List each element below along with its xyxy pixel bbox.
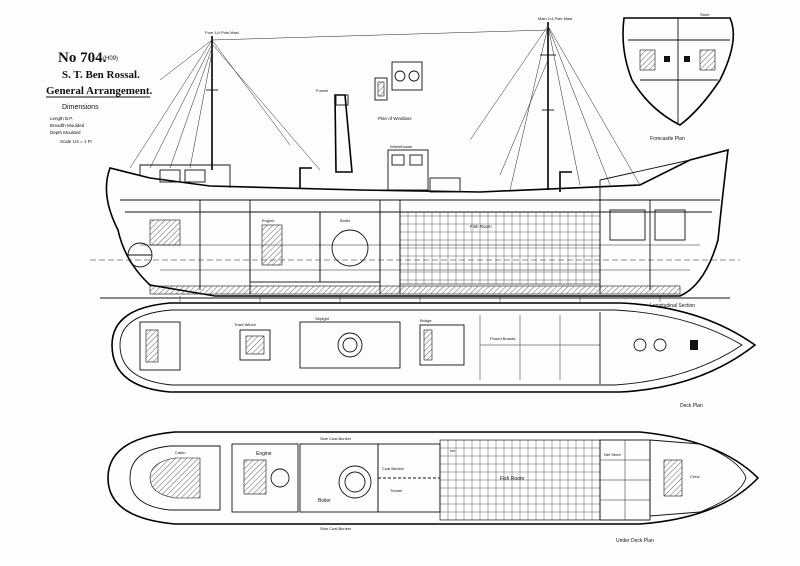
ice-label: Ice [450,448,456,453]
pound-boards-label: Pound Boards [490,336,515,341]
ship-name: S. T. Ben Rossal. [62,69,140,81]
drawing-scale: Scale 1/4 = 1 Ft [60,139,92,144]
dim-length: Length B.P. [50,116,73,121]
dim-breadth: Breadth Moulded [50,123,85,128]
fish-room-label-section: Fish Room [470,224,492,229]
title-block: No 704. (H09) S. T. Ben Rossal. General … [46,50,153,144]
side-coal-bunker-label-top: Side Coal Bunker [320,436,352,441]
longitudinal-section-label: Longitudinal Section [650,303,695,309]
skylight-label: Skylight [315,316,330,321]
side-coal-bunker-label-bottom: Side Coal Bunker [320,526,352,531]
windlass-plan-label: Plan of Windlass [378,116,412,121]
boiler-label-section: Boiler [340,218,351,223]
main-mast-label: Main 1/4 Pole Mast [538,16,573,21]
drawing-ref: (H09) [103,56,118,62]
forecastle-plan: Store Forecastle Plan [622,12,735,142]
coal-bunker-label: Coal Bunker [382,466,405,471]
under-deck-plan-label: Under Deck Plan [616,538,654,544]
windlass-plan: Plan of Windlass [374,61,423,121]
boiler-label: Boiler [318,498,331,504]
frame-ticks [179,296,661,302]
dimensions-heading: Dimensions [62,104,99,111]
fish-room-section [399,211,601,285]
forecastle-plan-label: Forecastle Plan [650,136,685,142]
deck-plan-outline [111,302,757,393]
drawing-subtitle: General Arrangement. [46,85,153,97]
under-deck-outline [107,431,760,525]
net-store-label: Net Store [604,452,622,457]
tunnel-label: Tunnel [390,488,402,493]
drawing-number: No 704. [58,50,107,66]
longitudinal-section: Fore 1/4 Pole Mast Main 1/4 Pole Mast [90,16,740,309]
keel-ballast [149,285,681,295]
crew-label: Crew [690,474,699,479]
deck-plan-label: Deck Plan [680,403,703,409]
trawl-winch-section [429,177,461,193]
engine-room [249,211,321,283]
engine-label-section: Engine [262,218,275,223]
funnel-plan [337,332,363,358]
engine-label: Engine [256,451,272,457]
deck-plan: Skylight Bridge Pound Boards Trawl Winch… [111,302,757,409]
forecastle-store-label: Store [700,12,710,17]
funnel-label: Funnel [316,88,328,93]
boiler-plan [338,465,372,499]
cabin-label: Cabin [175,450,185,455]
dim-depth: Depth Moulded [50,130,81,135]
fish-room-label: Fish Room [500,476,524,482]
hull-profile [105,148,729,297]
trawl-winch-label: Trawl Winch [234,322,256,327]
under-deck-plan: Cabin Engine Boiler Side Coal Bunker Sid… [107,431,760,544]
bridge-label: Bridge [420,318,432,323]
fore-mast-label: Fore 1/4 Pole Mast [205,30,240,35]
funnel [334,94,353,173]
wheelhouse-label: Wheelhouse [390,144,413,149]
forecastle-outline [622,17,735,126]
